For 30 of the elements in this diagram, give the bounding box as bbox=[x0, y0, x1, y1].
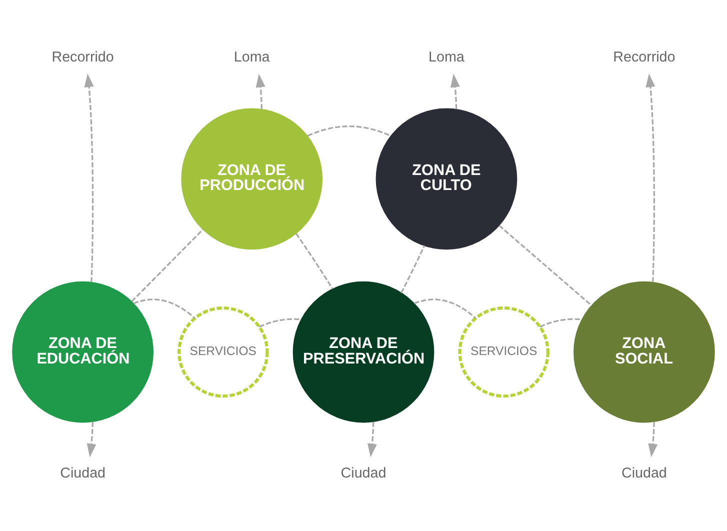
connector bbox=[498, 224, 592, 306]
arrow bbox=[450, 74, 460, 110]
connector bbox=[540, 318, 582, 328]
arrow bbox=[646, 74, 656, 282]
arrow bbox=[256, 74, 266, 110]
connector bbox=[131, 228, 204, 302]
node-text: Ciudad bbox=[621, 465, 667, 482]
arrow bbox=[648, 422, 658, 458]
node-circle: ZONA DE PRODUCCIÓN bbox=[181, 108, 323, 250]
node-text: Loma bbox=[234, 49, 270, 66]
connector bbox=[296, 233, 334, 290]
node-circle: ZONA DE EDUCACIÓN bbox=[12, 281, 154, 423]
node-circle: ZONA DE CULTO bbox=[376, 108, 518, 250]
connector bbox=[259, 318, 302, 328]
node-text: Ciudad bbox=[340, 465, 386, 482]
arrow bbox=[84, 74, 94, 282]
node-text: Loma bbox=[428, 49, 464, 66]
node-circle: SERVICIOS bbox=[178, 306, 269, 398]
node-text: Recorrido bbox=[52, 49, 114, 66]
arrow bbox=[86, 422, 96, 458]
connector bbox=[400, 245, 426, 294]
node-circle: SERVICIOS bbox=[458, 306, 550, 398]
connector bbox=[133, 298, 196, 319]
arrow bbox=[367, 422, 377, 458]
node-text: Ciudad bbox=[60, 465, 106, 482]
node-text: Recorrido bbox=[613, 49, 676, 66]
connector bbox=[414, 298, 476, 319]
node-circle: ZONA DE PRESERVACIÓN bbox=[292, 281, 434, 423]
connector bbox=[307, 125, 392, 137]
node-circle: ZONA SOCIAL bbox=[574, 281, 715, 423]
